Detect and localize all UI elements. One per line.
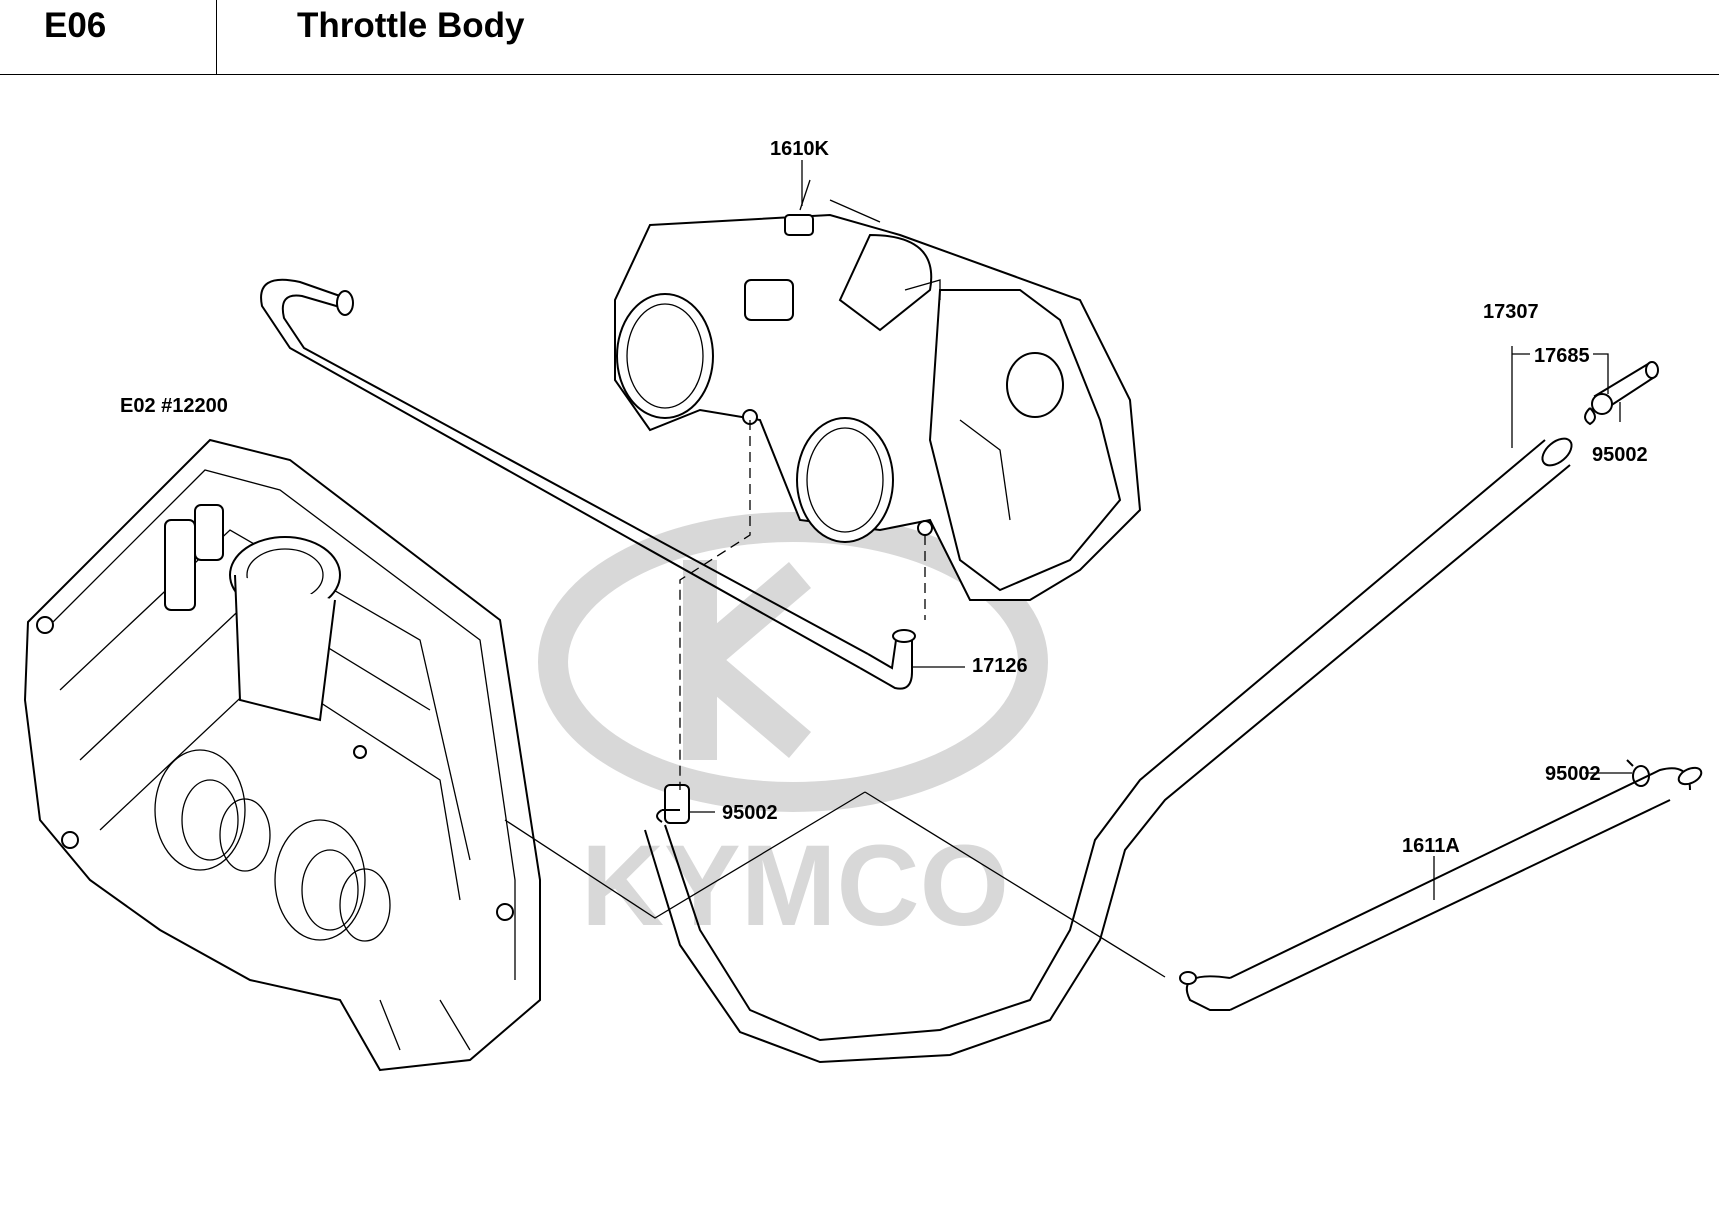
clamp-95002-right-top (1584, 407, 1596, 426)
hose-1611A (1179, 766, 1703, 1011)
callout-labels: 1610K E02 #12200 17126 17307 17685 95002… (120, 138, 1648, 857)
diagram-header: E06 Throttle Body (0, 0, 1719, 75)
label-hose-upper: 17126 (972, 655, 1028, 677)
section-code-cell: E06 (0, 0, 217, 75)
diagram-title: Throttle Body (297, 6, 525, 45)
label-clamp-center: 95002 (722, 802, 778, 824)
label-clamp-right-bottom: 95002 (1545, 763, 1601, 785)
hose-17307 (644, 437, 1573, 1064)
parts-diagram: KYMCO (23, 138, 1703, 1072)
label-hose-lower: 1611A (1402, 835, 1460, 857)
label-hose-right: 17307 (1483, 301, 1539, 323)
label-fitting: 17685 (1534, 345, 1590, 367)
label-throttle-body: 1610K (770, 138, 829, 160)
section-code: E06 (44, 6, 107, 45)
cylinder-head (23, 438, 541, 1072)
watermark-text: KYMCO (581, 822, 1009, 950)
leader-lines (504, 160, 1632, 978)
clamp-95002-center (656, 809, 680, 823)
throttle-body (614, 179, 1142, 601)
label-clamp-right-top: 95002 (1592, 444, 1648, 466)
clamp-95002-right-bottom (1626, 759, 1650, 787)
kymco-watermark: KYMCO (538, 512, 1048, 950)
hose-17126 (260, 278, 916, 690)
fitting-17685 (1591, 361, 1659, 415)
label-cylinder-head-ref: E02 #12200 (120, 395, 228, 417)
